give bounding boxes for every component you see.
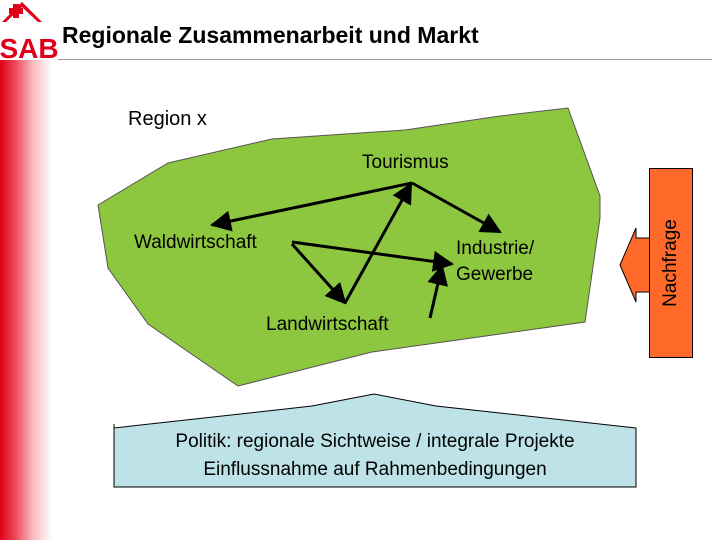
arrow-tourismus-industrie	[411, 181, 502, 234]
node-landwirtschaft: Landwirtschaft	[266, 314, 389, 335]
politik-arrow-box	[113, 393, 637, 488]
arrow-waldwirtschaft-landwirtschaft	[290, 242, 347, 305]
sab-logo: SAB	[0, 0, 60, 64]
node-tourismus: Tourismus	[362, 152, 449, 173]
title-divider	[58, 59, 712, 60]
region-label: Region x	[128, 108, 207, 130]
nachfrage-box: Nachfrage	[649, 168, 693, 358]
node-industrie-line1: Industrie/	[456, 238, 535, 259]
node-industrie-line2: Gewerbe	[456, 264, 534, 285]
node-industrie-gewerbe: Industrie/ Gewerbe	[456, 236, 534, 288]
page-title: Regionale Zusammenarbeit und Markt	[62, 22, 479, 48]
nachfrage-label: Nachfrage	[660, 219, 681, 307]
politik-line1: Politik: regionale Sichtweise / integral…	[175, 431, 575, 452]
node-waldwirtschaft: Waldwirtschaft	[134, 232, 257, 253]
sidebar-gradient	[0, 60, 52, 540]
logo-text: SAB	[0, 33, 59, 62]
nachfrage-arrow	[619, 227, 651, 303]
arrow-landwirtschaft-tourismus	[343, 182, 413, 304]
region-shape	[97, 107, 601, 387]
arrow-landwirtschaft-industrie	[427, 263, 448, 319]
politik-text: Politik: regionale Sichtweise / integral…	[114, 428, 636, 484]
arrow-tourismus-waldwirtschaft	[209, 181, 413, 232]
politik-line2: Einflussnahme auf Rahmenbedingungen	[203, 459, 547, 480]
